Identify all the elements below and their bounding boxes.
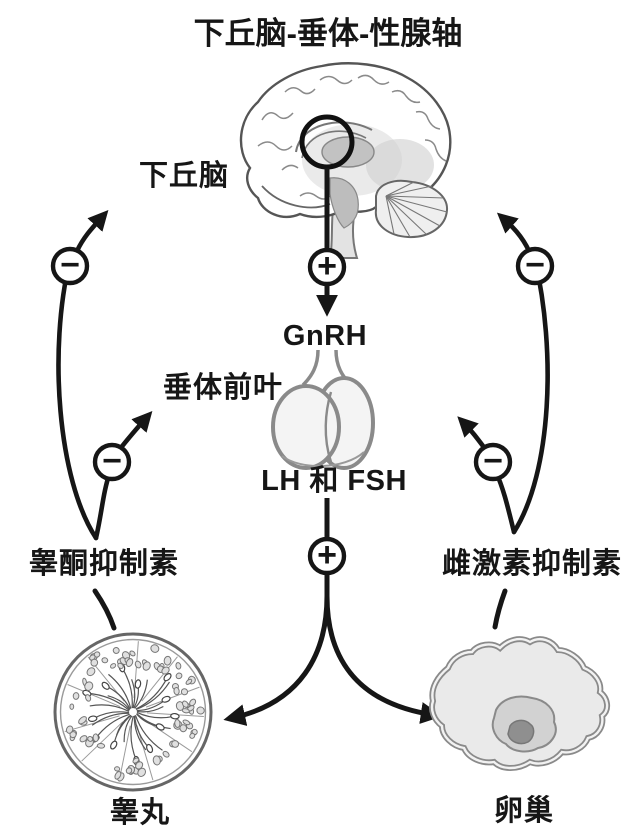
midbrain (329, 177, 359, 229)
ovary-feedback-to-pituitary (493, 469, 517, 535)
stimulation-sign-top: + (317, 247, 337, 285)
corpus-callosum (295, 121, 373, 153)
testis-feedback-to-hypothalamus-arrow (74, 209, 109, 254)
occipital-shading (366, 139, 434, 191)
inhibition-sign-right-inner: − (483, 442, 503, 480)
ovary-illustration (429, 636, 610, 771)
ovary-feedback-to-hypothalamus (511, 257, 550, 535)
inhibition-sign-circle-left-outer (50, 246, 90, 286)
stimulation-sign-bottom: + (317, 536, 337, 574)
inhibition-sign-right-outer: − (525, 246, 545, 284)
pituitary-stalk-left (301, 349, 320, 387)
testosterone-inhibin-label: 睾酮抑制素 (29, 548, 180, 580)
sign-circles (50, 246, 555, 576)
estrogen-inhibin-label: 雌激素抑制素 (442, 548, 623, 580)
stimulatory-pathway (223, 168, 443, 726)
hypothalamus-highlight-circle (299, 114, 355, 170)
brain-illustration (239, 62, 452, 259)
ovary-to-inhibin-line (492, 588, 508, 630)
lh-fsh-label: LH 和 FSH (261, 465, 407, 497)
testis-illustration (53, 632, 213, 792)
pituitary-base-line (281, 451, 365, 467)
temporal-line (261, 185, 331, 209)
testis-inner-wall (59, 638, 207, 786)
ovary-follicle-oocyte (507, 719, 535, 745)
testis-tubule-detail (64, 641, 205, 782)
stimulation-sign-circle-bottom (307, 536, 347, 576)
ovary-feedback-to-hypothalamus-arrow (496, 212, 532, 254)
branch-to-testis (223, 593, 330, 726)
cerebellum-striations (385, 181, 448, 238)
gnrh-label: GnRH (282, 320, 368, 352)
testis-feedback-loops (56, 209, 153, 631)
testis-to-inhibin-line (92, 588, 117, 631)
diagram-title: 下丘脑-垂体-性腺轴 (193, 16, 463, 51)
inhibition-sign-circle-right-outer (515, 246, 555, 286)
branch-to-ovary (324, 593, 443, 724)
inhibition-sign-left-outer: − (60, 246, 80, 284)
ovary-label: 卵巢 (493, 795, 555, 827)
testis-feedback-to-pituitary (93, 469, 113, 541)
anterior-pituitary-label: 垂体前叶 (162, 372, 284, 404)
inhibition-sign-left-inner: − (102, 442, 122, 480)
testis-label: 睾丸 (109, 797, 171, 829)
inhibition-sign-circle-right-inner (473, 442, 513, 482)
pituitary-anterior-lobe (271, 384, 341, 470)
inhibition-sign-circle-left-inner (92, 442, 132, 482)
testis-feedback-to-pituitary-arrow (117, 410, 153, 452)
testis-feedback-to-hypothalamus (56, 257, 99, 541)
ovary-wall-gap (430, 637, 609, 770)
stimulation-sign-circle-top (307, 247, 347, 287)
pituitary-illustration (271, 349, 375, 470)
hypothalamus-label: 下丘脑 (138, 160, 230, 192)
pituitary-cleft (324, 391, 333, 463)
